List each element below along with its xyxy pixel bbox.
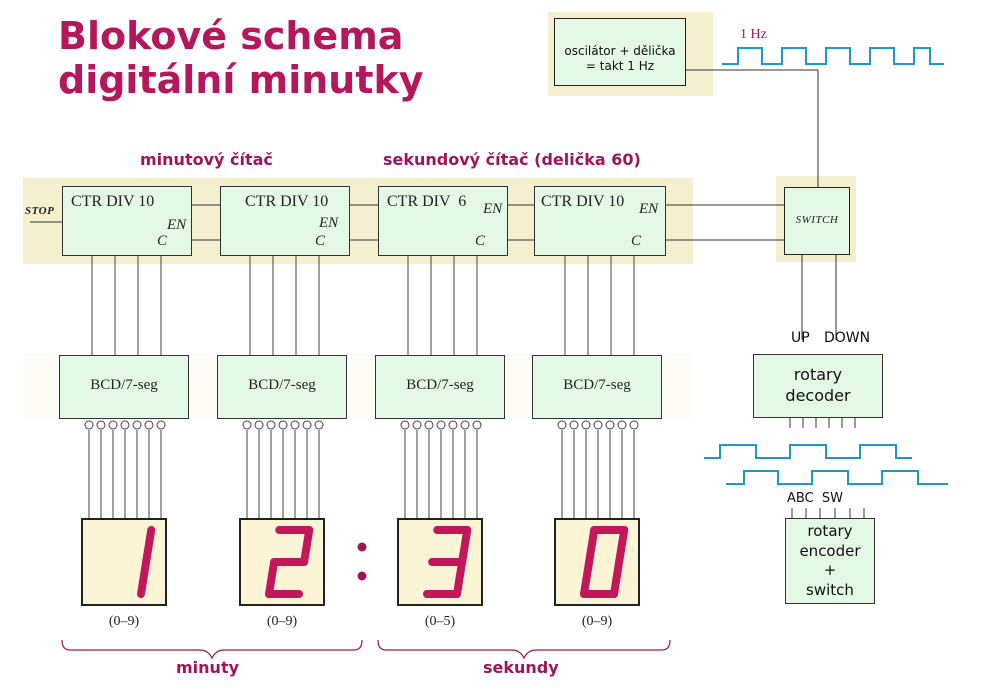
counter-en-pin: EN — [319, 215, 339, 231]
bcd-decoder-4: BCD/7-seg — [532, 355, 662, 419]
digit-range-2: (0–9) — [266, 614, 298, 629]
rotary-decoder-line-2: decoder — [785, 386, 851, 405]
switch-label: SWITCH — [795, 214, 839, 226]
rotary-encoder-line-3: + — [823, 561, 837, 579]
seven-segment-digit — [580, 526, 629, 598]
digit-range-1: (0–9) — [108, 614, 140, 629]
seven-segment-digit — [265, 526, 314, 598]
counter-c-pin: C — [475, 233, 486, 249]
counter-en-pin: EN — [639, 201, 659, 217]
counter-min-units: CTR DIV 10 EN C — [220, 186, 350, 256]
segment-b — [300, 526, 314, 566]
bcd-decoder-2: BCD/7-seg — [217, 355, 347, 419]
rotary-decoder-text: rotary decoder — [754, 364, 882, 406]
segment-e — [265, 558, 279, 598]
segment-lines-4 — [557, 420, 639, 518]
segment-b — [142, 526, 156, 566]
segment-lines-2 — [242, 420, 324, 518]
counter-c-pin: C — [631, 233, 642, 249]
segment-b — [615, 526, 629, 566]
rotary-encoder-line-4: switch — [806, 580, 854, 599]
rotary-down-label: DOWN — [824, 330, 871, 346]
title-line-1: Blokové schema — [58, 14, 404, 58]
counter-en-pin: EN — [167, 217, 187, 233]
segment-c — [610, 558, 624, 598]
colon-dot-top — [357, 542, 367, 552]
counter-min-tens: CTR DIV 10 EN C — [62, 186, 192, 256]
rotary-encoder-line-2: encoder — [799, 541, 861, 560]
counter-sec-tens: CTR DIV 6 EN C — [378, 186, 508, 256]
title-line-2: digitální minutky — [58, 58, 424, 102]
rotary-up-label: UP — [791, 330, 810, 346]
oscillator-line-2: = takt 1 Hz — [585, 59, 655, 73]
colon-dot-bottom — [357, 571, 367, 581]
oscillator-line-1: oscilátor + dělička — [564, 44, 676, 58]
switch-box: SWITCH — [784, 187, 850, 255]
counter-name: CTR DIV 6 — [387, 193, 467, 210]
encoder-waveform-b — [726, 470, 948, 485]
bcd-buses — [91, 256, 635, 355]
seconds-label: sekundy — [483, 658, 559, 677]
seven-segment-digit — [423, 526, 472, 598]
digit-display-1 — [81, 518, 167, 606]
wires — [30, 69, 865, 520]
second-counter-label: sekundový čítač (delička 60) — [383, 150, 641, 169]
oscillator-text: oscilátor + dělička = takt 1 Hz — [555, 44, 685, 74]
counter-c-pin: C — [157, 233, 168, 249]
bcd-decoder-label: BCD/7-seg — [248, 377, 316, 393]
counter-name: CTR DIV 10 — [541, 193, 625, 210]
brace-minutes — [61, 639, 363, 660]
segment-f — [585, 526, 599, 566]
segment-c — [453, 558, 467, 598]
one-hz-label: 1 Hz — [740, 27, 767, 42]
bcd-decoder-label: BCD/7-seg — [406, 377, 474, 393]
counter-en-pin: EN — [483, 201, 503, 217]
digit-range-3: (0–5) — [424, 614, 456, 629]
bcd-decoder-1: BCD/7-seg — [59, 355, 189, 419]
diagram-title: Blokové schema digitální minutky — [58, 14, 424, 102]
rotary-encoder-pins: ABC SW — [787, 491, 844, 506]
digit-display-3 — [397, 518, 483, 606]
brace-seconds — [377, 639, 671, 660]
rotary-encoder-box: rotary encoder + switch — [785, 518, 875, 604]
minutes-label: minuty — [176, 658, 240, 677]
encoder-waveform-a — [704, 444, 912, 459]
rotary-encoder-line-1: rotary — [807, 522, 853, 540]
clock-waveform — [722, 47, 944, 65]
bcd-decoder-label: BCD/7-seg — [90, 377, 158, 393]
counter-sec-units: CTR DIV 10 EN C — [534, 186, 666, 256]
segment-lines-1 — [84, 420, 166, 518]
stop-label: STOP — [25, 205, 55, 217]
segment-c — [137, 558, 151, 598]
minute-counter-label: minutový čítač — [140, 150, 273, 169]
seven-segment-digit — [137, 526, 156, 598]
counter-name: CTR DIV 10 — [245, 193, 329, 210]
segment-b — [458, 526, 472, 566]
digit-display-2 — [239, 518, 325, 606]
bcd-decoder-label: BCD/7-seg — [563, 377, 631, 393]
counter-name: CTR DIV 10 — [71, 193, 155, 210]
digit-range-4: (0–9) — [581, 614, 613, 629]
segment-e — [580, 558, 594, 598]
rotary-decoder-line-1: rotary — [793, 365, 843, 384]
bcd-decoder-3: BCD/7-seg — [375, 355, 505, 419]
segment-lines-3 — [400, 420, 482, 518]
rotary-encoder-text: rotary encoder + switch — [786, 522, 874, 600]
rotary-decoder-box: rotary decoder — [753, 354, 883, 418]
counter-c-pin: C — [315, 233, 326, 249]
oscillator-box: oscilátor + dělička = takt 1 Hz — [554, 18, 686, 86]
segment-lines — [84, 420, 639, 518]
digit-display-4 — [554, 518, 640, 606]
